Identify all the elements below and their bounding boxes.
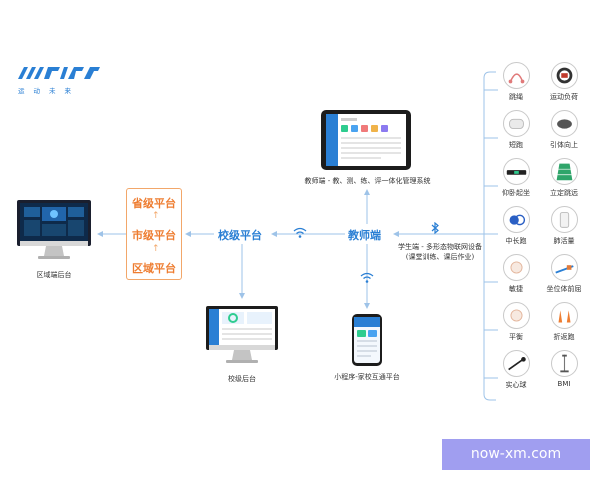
device-label: 平衡 — [509, 333, 523, 341]
device-label: 立定跳远 — [550, 189, 578, 197]
device-item[interactable]: 敏捷 — [494, 248, 538, 294]
district-monitor[interactable] — [16, 200, 92, 262]
device-item[interactable]: 肺活量 — [542, 200, 586, 246]
brand-logo-mark — [18, 67, 100, 79]
bluetooth-icon — [431, 222, 439, 234]
device-item[interactable]: 短跑 — [494, 104, 538, 150]
platform-provincial[interactable]: 省级平台 — [132, 197, 176, 210]
device-icon — [550, 206, 578, 233]
watermark: now-xm.com — [442, 439, 590, 470]
device-label: 引体向上 — [550, 141, 578, 149]
school-backend-caption: 校级后台 — [228, 375, 256, 383]
device-label: 仰卧起坐 — [502, 189, 530, 197]
device-label: 折返跑 — [553, 333, 575, 341]
platform-regional[interactable]: 区域平台 — [132, 262, 176, 275]
device-item[interactable]: 平衡 — [494, 296, 538, 342]
teacher-tablet[interactable] — [321, 110, 411, 170]
device-icon — [550, 62, 578, 89]
device-icon — [502, 302, 530, 329]
student-caption-line2: (课堂训练、课后作业) — [405, 253, 475, 261]
platform-box: 省级平台 ↑ 市级平台 ↑ 区域平台 — [126, 188, 182, 280]
device-label: BMI — [557, 380, 571, 388]
wifi-icon — [293, 227, 307, 238]
device-grid: 跳绳 运动负荷短跑 引体向上仰卧起坐 立定跳远中长跑 肺活量敏捷 坐位体前屈平衡 折返跑实心… — [490, 56, 600, 426]
device-icon — [550, 302, 578, 329]
device-item[interactable]: 引体向上 — [542, 104, 586, 150]
arrow-up-icon: ↑ — [152, 211, 160, 221]
device-icon — [550, 110, 578, 137]
device-icon — [550, 350, 578, 377]
device-icon — [550, 254, 578, 281]
wifi-icon — [360, 272, 374, 283]
device-label: 跳绳 — [509, 93, 523, 101]
node-teacher[interactable]: 教师端 — [348, 229, 381, 242]
device-item[interactable]: 实心球 — [494, 344, 538, 390]
device-label: 肺活量 — [553, 237, 575, 245]
arrow-up-icon: ↑ — [152, 244, 160, 254]
miniprogram-caption: 小程序-家校互通平台 — [334, 373, 400, 381]
device-label: 敏捷 — [509, 285, 523, 293]
node-school[interactable]: 校级平台 — [218, 229, 262, 242]
device-bracket — [483, 71, 496, 401]
school-monitor[interactable] — [205, 306, 279, 366]
device-item[interactable]: BMI — [542, 344, 586, 390]
brand-logo: 运动未来 — [18, 64, 100, 95]
device-label: 坐位体前屈 — [546, 285, 582, 293]
device-label: 短跑 — [509, 141, 523, 149]
device-item[interactable]: 中长跑 — [494, 200, 538, 246]
device-icon — [502, 62, 530, 89]
device-item[interactable]: 运动负荷 — [542, 56, 586, 102]
device-item[interactable]: 仰卧起坐 — [494, 152, 538, 198]
device-label: 中长跑 — [505, 237, 527, 245]
device-item[interactable]: 折返跑 — [542, 296, 586, 342]
district-backend-caption: 区域端后台 — [36, 271, 72, 279]
brand-name: 运动未来 — [18, 87, 80, 95]
miniprogram-phone[interactable] — [352, 314, 382, 366]
device-icon — [502, 206, 530, 233]
student-caption-line1: 学生端 - 多形态物联网设备 — [398, 243, 482, 251]
platform-city[interactable]: 市级平台 — [132, 229, 176, 242]
device-icon — [550, 158, 578, 185]
device-item[interactable]: 坐位体前屈 — [542, 248, 586, 294]
device-item[interactable]: 立定跳远 — [542, 152, 586, 198]
device-label: 运动负荷 — [550, 93, 578, 101]
device-label: 实心球 — [505, 381, 527, 389]
device-icon — [502, 350, 530, 377]
device-icon — [502, 110, 530, 137]
teacher-system-caption: 教师端 - 教、测、练、评一体化管理系统 — [304, 177, 431, 185]
device-icon — [502, 254, 530, 281]
device-item[interactable]: 跳绳 — [494, 56, 538, 102]
device-icon — [502, 158, 530, 185]
